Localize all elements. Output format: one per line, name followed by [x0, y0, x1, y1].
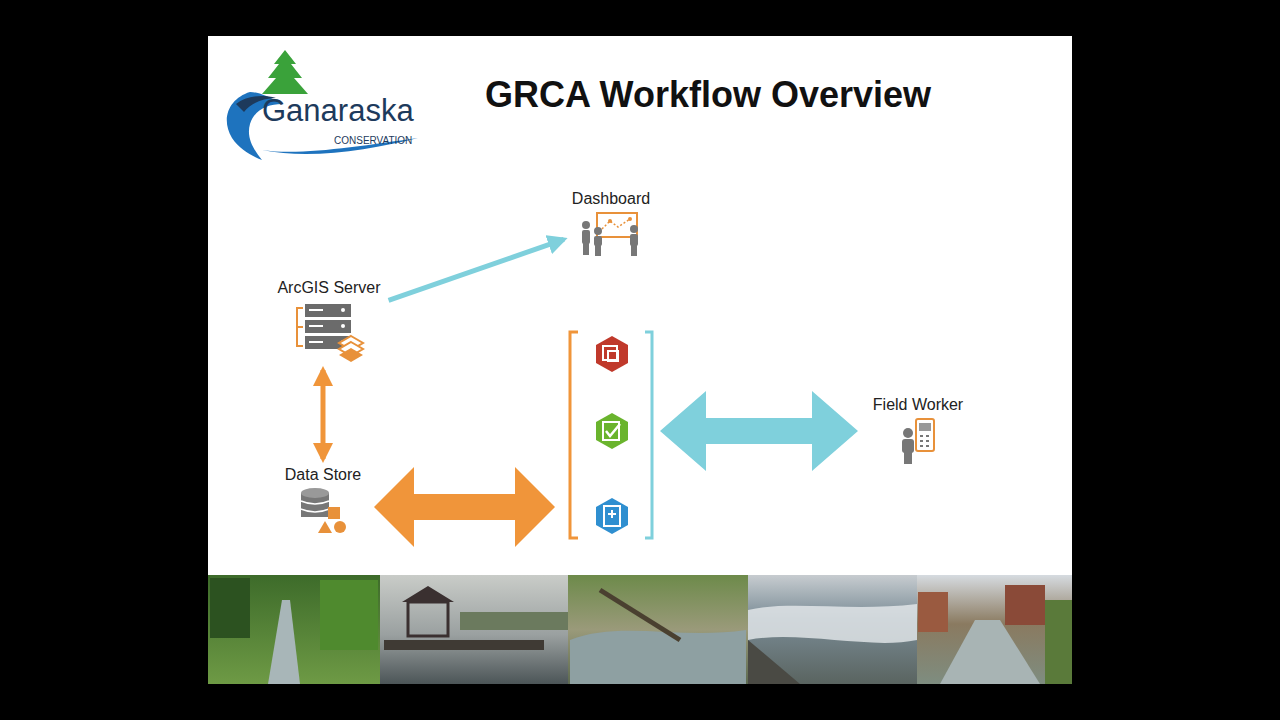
connector-arrow	[389, 239, 564, 300]
slide-title: GRCA Workflow Overview	[485, 74, 931, 116]
datastore-node: Data Store	[281, 463, 365, 537]
bracket	[570, 332, 578, 538]
logo-text: Ganaraska	[262, 95, 414, 126]
app-icon	[596, 336, 628, 372]
connector-arrow	[320, 370, 325, 459]
field-worker-icon	[900, 417, 936, 465]
server-node: ArcGIS Server	[273, 276, 384, 366]
dashboard-icon	[580, 211, 642, 257]
node-label: Field Worker	[873, 395, 963, 415]
double-arrow	[374, 467, 555, 547]
dashboard-node: Dashboard	[568, 187, 654, 259]
app-icon	[596, 498, 628, 534]
logo-subtext: CONSERVATION	[334, 136, 412, 146]
logo-mark	[227, 50, 418, 160]
field-worker-node: Field Worker	[869, 393, 967, 467]
app-icon	[596, 413, 628, 449]
server-icon	[293, 300, 365, 364]
double-arrow	[660, 391, 858, 471]
datastore-icon	[298, 487, 348, 535]
bracket	[645, 332, 652, 538]
photo-strip	[208, 575, 1072, 684]
node-label: Dashboard	[572, 189, 650, 209]
node-label: Data Store	[285, 465, 361, 485]
node-label: ArcGIS Server	[277, 278, 380, 298]
